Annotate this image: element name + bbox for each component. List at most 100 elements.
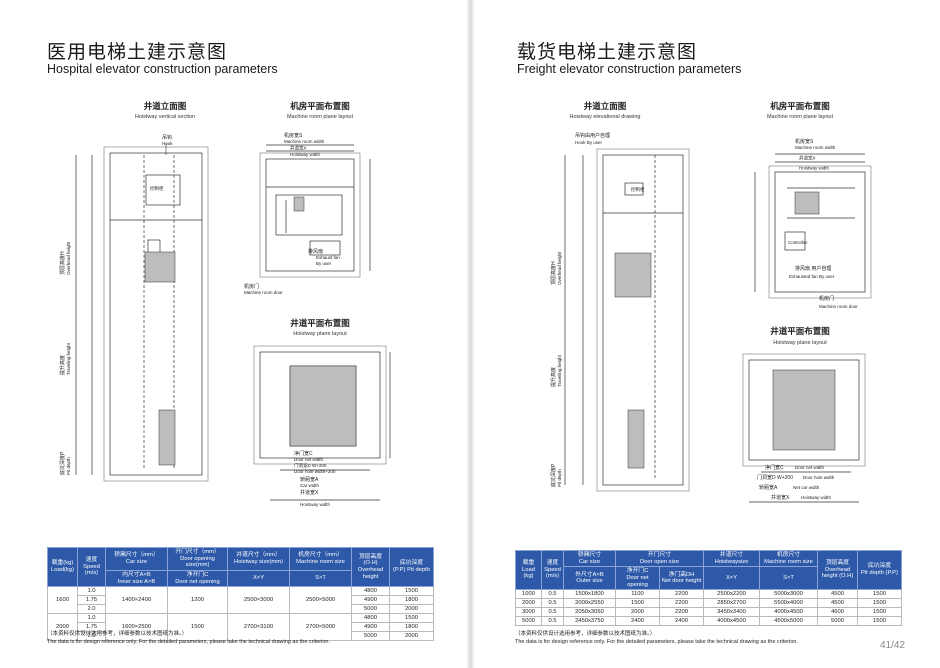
right-fan-label: 排风扇 用户自理	[795, 265, 831, 272]
fan-label: 排风扇	[308, 248, 323, 255]
hw-width-plane-label: 井道宽X	[300, 489, 319, 496]
right-car-width-label: 轿厢宽A	[759, 484, 778, 491]
cell-car: 1400×2400	[105, 586, 168, 615]
left-machine-subtitle: Machine room plane layout	[286, 114, 354, 120]
table-row: 2000 1.0 1600×2500 1500 2700×3100 2700×5…	[47, 613, 434, 642]
control-cabinet-label: 控制柜	[150, 185, 164, 192]
right-door-hole-label-en: Door hole width	[803, 475, 835, 480]
hw-width-label-en: Hoistway width	[290, 152, 321, 157]
left-th-car: 轿厢尺寸（mm）Car size	[105, 547, 168, 571]
travel-label-en: Traveling height	[66, 342, 71, 375]
left-plane-title: 井道平面布置图	[290, 318, 350, 328]
left-th-pit: 底坑深度(P.P) Pit depth	[389, 546, 434, 588]
car-width-label: 轿厢宽A	[300, 476, 319, 483]
right-sub-room: S×T	[759, 566, 818, 591]
right-note-en: The data is for design reference only. F…	[515, 639, 798, 645]
hook-label: 吊钩	[162, 134, 172, 141]
right-pit-label: 底坑深度P	[550, 463, 557, 487]
cell-hoistway: 2700×3100	[227, 613, 290, 642]
cell-overhead: 5000	[351, 604, 390, 615]
table-row: 1600 1.0 1400×2400 1200 2500×3000 2500×5…	[47, 586, 434, 615]
cell-pit: 2000	[389, 631, 434, 642]
right-plane-subtitle: Hoistway plane layout	[773, 340, 827, 346]
right-machine-title: 机房平面布置图	[770, 101, 830, 111]
door-width-label-en: Door net width	[294, 457, 324, 462]
right-title-cn: 载货电梯土建示意图	[517, 42, 698, 63]
right-hw-width-label: 井道宽X	[799, 155, 816, 162]
cell-room: 2700×5000	[289, 613, 352, 642]
left-note-cn: （本资料仅供设计选用参考，详细参数以技术图纸为准。）	[47, 631, 188, 637]
cell-overhead: 5000	[351, 631, 390, 642]
door-hole-label: 门洞宽D W+200	[294, 462, 327, 469]
right-hw-width-label-en: Hoistway width	[799, 166, 830, 171]
right-title-en: Freight elevator construction parameters	[517, 62, 742, 76]
pit-label-en: Pit depth	[66, 457, 71, 475]
cell-load: 1600	[47, 586, 78, 615]
right-hw-width-plane-label: 井道宽X	[771, 494, 790, 501]
right-hoistway-vertical-section: 吊钩由用户自理 Hook By user 控制柜 顶层高度H Overhead …	[550, 132, 690, 492]
cell-load: 2000	[47, 613, 78, 642]
hw-width-label: 井道宽X	[290, 145, 307, 152]
right-note-cn: （本资料仅供设计选用参考，详细参数以技术图纸为准。）	[515, 631, 656, 637]
page-number: 41/42	[880, 640, 906, 651]
right-hw-width-plane-label-en: Hoistway width	[801, 495, 832, 500]
right-room-width-label-en: Machine room width	[795, 145, 836, 150]
cell-room: 2500×5000	[289, 586, 352, 615]
right-hook-label-en: Hook By user	[575, 140, 603, 145]
door-hole-label-en: Door hole width+200	[294, 469, 336, 474]
left-th-hoistway: 井道尺寸（mm）Hoistway size(mm)	[227, 547, 290, 571]
cell-overhead: 4800	[351, 613, 390, 624]
left-th-room: 机房尺寸（mm）Machine room size	[289, 547, 352, 571]
hw-width-plane-label-en: Hoistway width	[300, 502, 331, 507]
cell-speed: 1.0	[77, 586, 106, 597]
cell-pit: 1500	[389, 613, 434, 624]
room-door-label: 机房门	[244, 283, 259, 290]
right-hook-label: 吊钩由用户自理	[575, 132, 610, 139]
door-width-label: 净门宽C	[294, 450, 313, 457]
right-room-door-label: 机房门	[819, 295, 834, 302]
right-plane-title: 井道平面布置图	[770, 326, 830, 336]
right-vertical-title: 井道立面图	[583, 101, 627, 111]
right-sub-hoistway: X×Y	[703, 566, 760, 591]
left-hoistway-plane-plan: 净门宽C Door net width 门洞宽D W+200 Door hole…	[253, 345, 391, 507]
right-overhead-label-en: Overhead height	[557, 251, 562, 285]
left-vertical-subtitle: Hoistway vertical section	[134, 114, 196, 120]
cell-speed: 2.0	[77, 631, 106, 642]
left-sub-room: S×T	[289, 569, 352, 588]
left-vertical-title: 井道立面图	[143, 101, 187, 111]
left-machine-title: 机房平面布置图	[290, 101, 350, 111]
left-title-en: Hospital elevator construction parameter…	[47, 62, 278, 76]
left-th-door: 开门尺寸（mm）Door opening size(mm)	[167, 547, 228, 571]
right-room-door-label-en: Machine room door	[819, 304, 858, 309]
pit-label: 底坑深度P	[59, 451, 66, 475]
cell-car: 1600×2500	[105, 613, 168, 642]
room-door-label-en: Machine room door	[244, 290, 283, 295]
table-row: 2.0 5000 2000	[48, 631, 434, 642]
cell-speed: 1.75	[77, 595, 106, 606]
left-th-load: 载重(kg)Load(kg)	[47, 546, 78, 588]
right-door-width-label-en: Door net width	[795, 465, 825, 470]
cell-pit: 2000	[389, 604, 434, 615]
cell-overhead: 4800	[351, 586, 390, 597]
right-hoistway-plane-plan: 净门宽C Door net width 门洞宽D W+200 Door hole…	[742, 353, 866, 503]
left-note-en: The data is for design reference only. F…	[47, 639, 330, 645]
right-door-width-label: 净门宽C	[765, 464, 784, 471]
left-plane-subtitle: Hoistway plane layout	[293, 331, 347, 337]
